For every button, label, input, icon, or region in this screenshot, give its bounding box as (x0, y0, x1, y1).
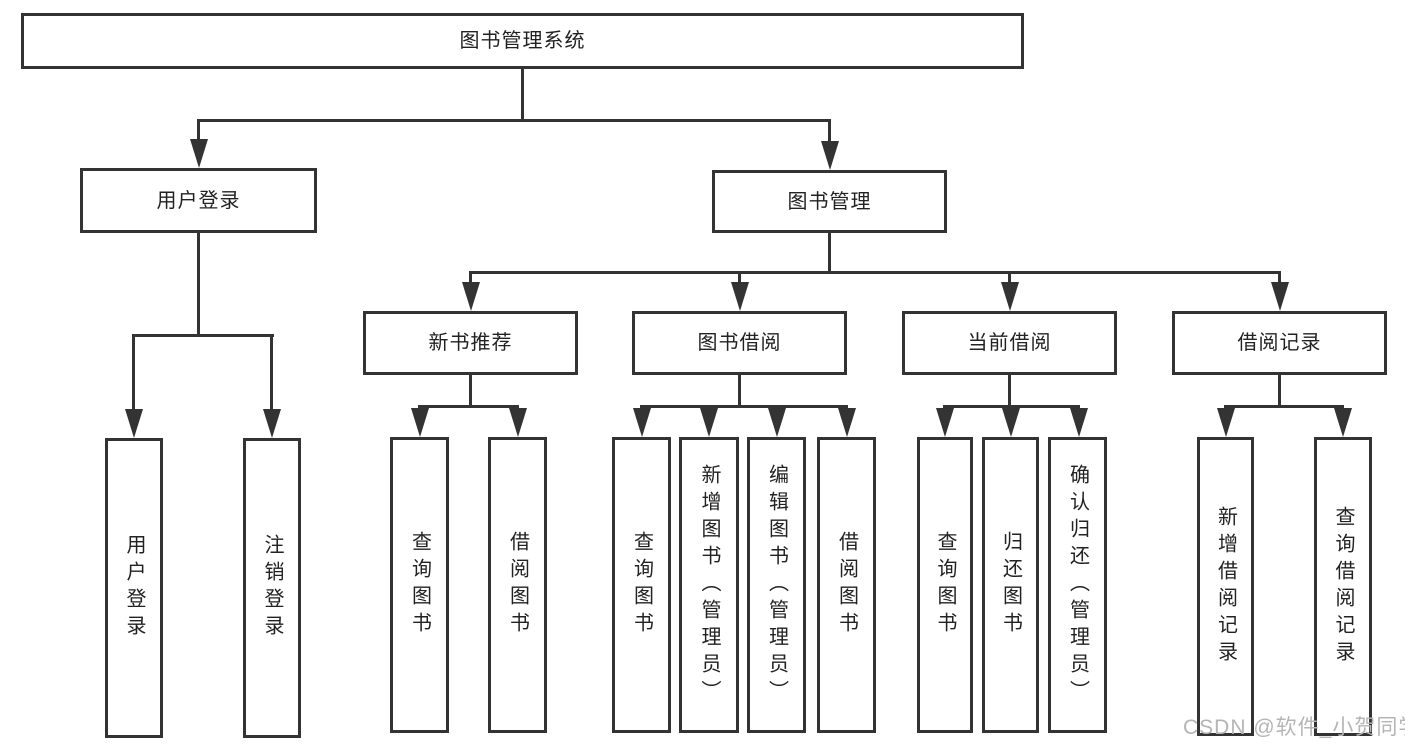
node-logout-leaf: 注销登录 (243, 438, 301, 738)
node-user-login-leaf: 用户登录 (105, 438, 163, 738)
connector-drop-borrow-records (1278, 271, 1281, 284)
arrow-down-icon (633, 408, 651, 437)
csdn-watermark: CSDN @软件_小贺同学 (1183, 716, 1405, 739)
arrow-down-icon (190, 139, 208, 168)
connector-new-book-branch (418, 405, 519, 408)
node-edit-book-admin: 编辑图书（管理员） (747, 437, 806, 733)
node-query-borrow-record: 查询借阅记录 (1314, 437, 1372, 736)
connector-user-login-branch (132, 334, 274, 337)
node-query-books-recommend: 查询图书 (390, 437, 449, 733)
arrow-down-icon (838, 408, 856, 437)
node-query-books-borrow: 查询图书 (612, 437, 671, 733)
node-new-book-recommend: 新书推荐 (363, 311, 578, 375)
node-book-borrow: 图书借阅 (632, 311, 847, 375)
arrow-down-icon (263, 409, 281, 438)
arrow-down-icon (821, 141, 839, 170)
connector-current-borrow-stem (1008, 375, 1011, 408)
arrow-down-icon (936, 408, 954, 437)
connector-root-branch (197, 119, 831, 122)
connector-borrow-records-stem (1278, 375, 1281, 408)
connector-new-book-stem (469, 375, 472, 408)
connector-book-borrow-branch (640, 405, 848, 408)
arrow-down-icon (125, 409, 143, 438)
node-add-book-admin: 新增图书（管理员） (679, 437, 739, 733)
connector-current-borrow-branch (943, 405, 1080, 408)
node-add-borrow-record: 新增借阅记录 (1197, 437, 1254, 736)
arrow-down-icon (731, 282, 749, 311)
connector-drop-logout (270, 334, 273, 410)
connector-root-stem (521, 69, 524, 122)
arrow-down-icon (1334, 408, 1352, 437)
node-library-system: 图书管理系统 (21, 13, 1024, 69)
connector-drop-book-borrow (738, 271, 741, 284)
connector-drop-current-borrow (1008, 271, 1011, 284)
node-borrow-books-recommend: 借阅图书 (488, 437, 547, 733)
arrow-down-icon (700, 408, 718, 437)
node-borrow-records: 借阅记录 (1172, 311, 1387, 375)
arrow-down-icon (1002, 408, 1020, 437)
node-query-books-current: 查询图书 (917, 437, 973, 733)
arrow-down-icon (1271, 282, 1289, 311)
connector-drop-new-book (469, 271, 472, 284)
arrow-down-icon (462, 282, 480, 311)
connector-user-login-stem (197, 233, 200, 337)
connector-drop-book-management (828, 119, 831, 143)
node-user-login: 用户登录 (80, 168, 317, 233)
node-borrow-books-leaf: 借阅图书 (817, 437, 876, 733)
node-book-management: 图书管理 (712, 170, 947, 233)
node-confirm-return-admin: 确认归还（管理员） (1048, 437, 1107, 733)
connector-book-management-branch (469, 271, 1281, 274)
arrow-down-icon (768, 408, 786, 437)
connector-book-management-stem (828, 233, 831, 274)
connector-book-borrow-stem (738, 375, 741, 408)
connector-drop-login (132, 334, 135, 410)
connector-drop-user-login (197, 119, 200, 141)
arrow-down-icon (1070, 408, 1088, 437)
node-return-book: 归还图书 (982, 437, 1039, 733)
node-current-borrow: 当前借阅 (902, 311, 1117, 375)
arrow-down-icon (1001, 282, 1019, 311)
connector-borrow-records-branch (1224, 405, 1344, 408)
arrow-down-icon (411, 408, 429, 437)
arrow-down-icon (509, 408, 527, 437)
arrow-down-icon (1217, 408, 1235, 437)
